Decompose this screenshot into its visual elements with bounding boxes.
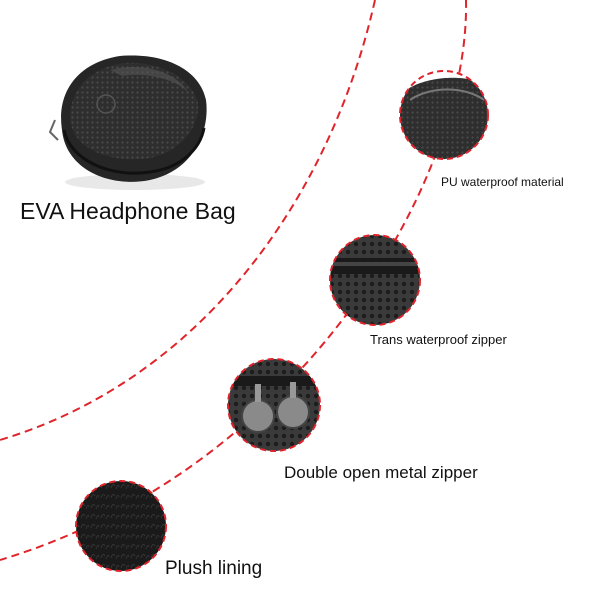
headphone-case-image <box>48 55 207 190</box>
feature-label-metal-zipper: Double open metal zipper <box>284 463 478 482</box>
outer-dashed-arc <box>0 0 376 441</box>
zipper-closeup-icon <box>329 234 421 326</box>
plush-lining-closeup-icon <box>75 480 167 572</box>
feature-label-waterproof-zipper: Trans waterproof zipper <box>370 332 507 347</box>
case-lid-closeup-icon <box>399 70 489 160</box>
zipper-pulls-closeup-icon <box>227 358 321 452</box>
feature-label-plush-lining: Plush lining <box>165 558 263 579</box>
product-title: EVA Headphone Bag <box>20 198 236 224</box>
feature-label-pu-material: PU waterproof material <box>441 175 564 189</box>
